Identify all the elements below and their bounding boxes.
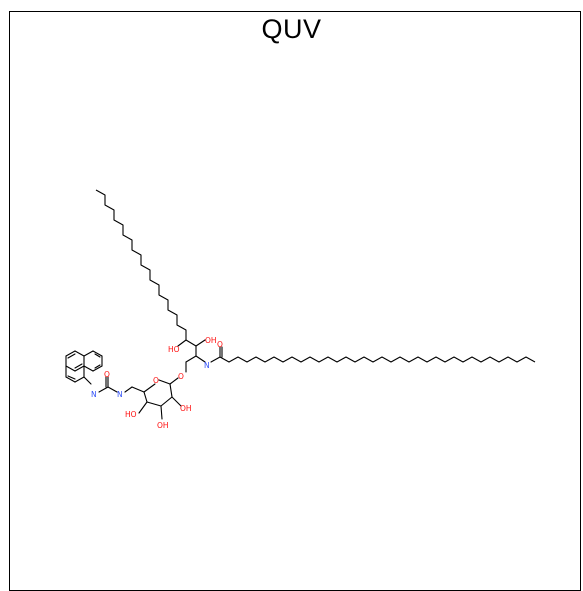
atom-label-nitrogen: N — [91, 390, 97, 399]
atom-label-oxygen: O — [217, 340, 223, 349]
atom-label-oxygen: O — [178, 372, 184, 381]
atom-label-oxygen: O — [153, 376, 159, 385]
atom-label-nitrogen: N — [204, 361, 210, 370]
atom-label-hydroxyl: HO — [125, 410, 137, 419]
atom-label-hydroxyl: OH — [157, 421, 169, 430]
urea-linker — [83, 376, 133, 393]
sphingoid-backbone — [177, 329, 206, 373]
atom-label-hydroxyl: OH — [180, 404, 192, 413]
atom-label-hydroxyl: OH — [205, 336, 217, 345]
atom-label-oxygen: O — [104, 370, 110, 379]
atom-label-nitrogen: N — [117, 390, 123, 399]
amide-group — [210, 346, 230, 363]
sphingoid-chain — [95, 189, 187, 331]
acyl-chain — [228, 356, 536, 363]
sugar-ring — [131, 377, 182, 420]
image-frame — [9, 11, 581, 591]
molecule-title: QUV — [261, 14, 322, 44]
atom-label-hydroxyl: HO — [168, 345, 180, 354]
naphthalene-ring — [65, 350, 103, 383]
